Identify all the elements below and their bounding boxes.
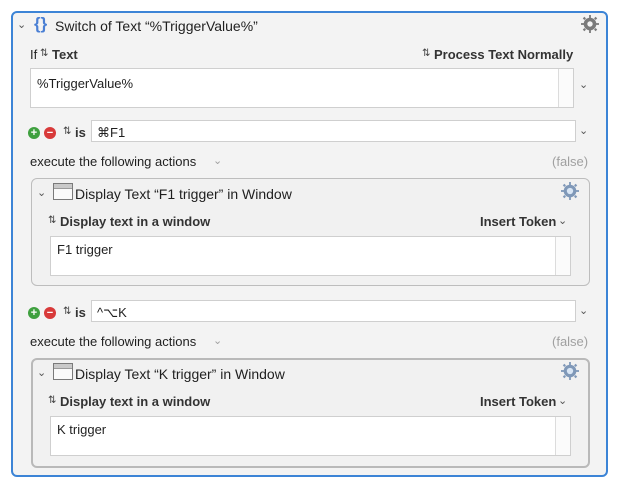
- text-field-scrollbar[interactable]: [558, 69, 573, 107]
- execute-label: execute the following actions: [30, 334, 197, 349]
- display-text-value: K trigger: [57, 422, 107, 437]
- add-case-button[interactable]: +: [28, 127, 40, 139]
- display-mode-select[interactable]: Display text in a window: [60, 394, 211, 409]
- display-text-field[interactable]: F1 trigger: [50, 236, 571, 276]
- case-state: (false): [552, 334, 589, 349]
- gear-icon[interactable]: [581, 15, 599, 33]
- window-icon: [53, 183, 73, 200]
- updown-arrows-icon: ⇅: [48, 215, 57, 226]
- execute-label: execute the following actions: [30, 154, 197, 169]
- updown-arrows-icon: ⇅: [48, 395, 57, 406]
- collapse-chevron-icon[interactable]: ⌄: [37, 187, 47, 199]
- process-text-select[interactable]: Process Text Normally: [434, 47, 574, 62]
- gear-icon[interactable]: [561, 182, 579, 200]
- text-field-scrollbar[interactable]: [555, 237, 570, 275]
- case-value: ⌘F1: [97, 125, 126, 140]
- chevron-down-icon[interactable]: ⌄: [579, 125, 589, 137]
- action-title: Display Text “K trigger” in Window: [75, 366, 285, 382]
- chevron-down-icon: ⌄: [558, 395, 568, 407]
- add-case-button[interactable]: +: [28, 307, 40, 319]
- updown-arrows-icon: ⇅: [422, 48, 431, 59]
- text-field[interactable]: %TriggerValue%: [30, 68, 574, 108]
- updown-arrows-icon: ⇅: [63, 126, 72, 137]
- insert-token-button[interactable]: Insert Token: [480, 214, 557, 229]
- case-value: ^⌥K: [97, 305, 127, 320]
- condition-select[interactable]: is: [75, 125, 86, 140]
- chevron-down-icon[interactable]: ⌄: [213, 335, 223, 347]
- chevron-down-icon: ⌄: [558, 215, 568, 227]
- chevron-down-icon[interactable]: ⌄: [579, 79, 589, 91]
- case-value-field[interactable]: ^⌥K: [91, 300, 576, 322]
- text-field-scrollbar[interactable]: [555, 417, 570, 455]
- action-title: Switch of Text “%TriggerValue%”: [55, 18, 258, 34]
- display-text-field[interactable]: K trigger: [50, 416, 571, 456]
- if-label: If: [30, 47, 38, 62]
- insert-token-button[interactable]: Insert Token: [480, 394, 557, 409]
- display-text-value: F1 trigger: [57, 242, 113, 257]
- remove-case-button[interactable]: −: [44, 307, 56, 319]
- chevron-down-icon[interactable]: ⌄: [579, 305, 589, 317]
- case-state: (false): [552, 154, 589, 169]
- window-icon: [53, 363, 73, 380]
- gear-icon[interactable]: [561, 362, 579, 380]
- collapse-chevron-icon[interactable]: ⌄: [37, 367, 47, 379]
- action-title: Display Text “F1 trigger” in Window: [75, 186, 292, 202]
- updown-arrows-icon: ⇅: [40, 48, 49, 59]
- chevron-down-icon[interactable]: ⌄: [213, 155, 223, 167]
- case-value-field[interactable]: ⌘F1: [91, 120, 576, 142]
- text-field-value: %TriggerValue%: [37, 76, 134, 91]
- source-select[interactable]: Text: [52, 47, 78, 62]
- condition-select[interactable]: is: [75, 305, 86, 320]
- curly-braces-icon: {}: [34, 14, 48, 33]
- remove-case-button[interactable]: −: [44, 127, 56, 139]
- display-mode-select[interactable]: Display text in a window: [60, 214, 211, 229]
- collapse-chevron-icon[interactable]: ⌄: [17, 19, 27, 31]
- updown-arrows-icon: ⇅: [63, 306, 72, 317]
